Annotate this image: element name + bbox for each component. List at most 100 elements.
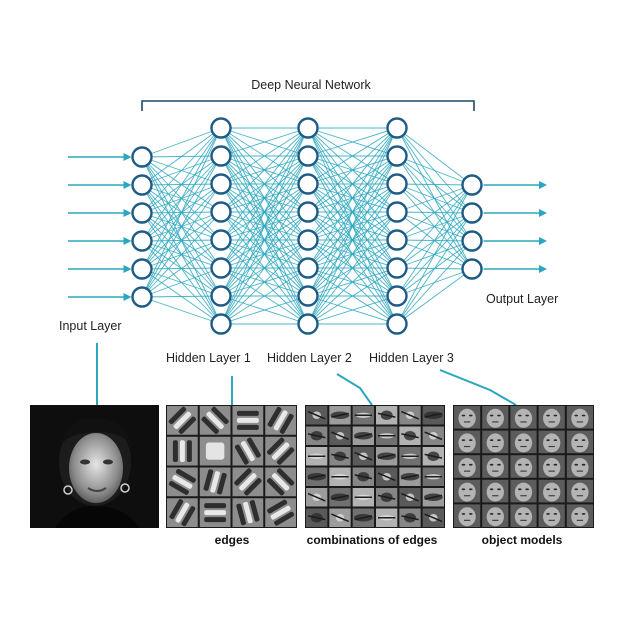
connection-edge: [220, 127, 309, 213]
neuron-layer-0: [131, 286, 153, 308]
connection-edge: [220, 267, 309, 325]
connection-edge: [141, 211, 222, 298]
edges-caption: edges: [215, 533, 250, 547]
connection-edge: [220, 211, 309, 325]
connection-edges: [141, 127, 473, 325]
object-models-feature-grid: [453, 405, 594, 528]
connection-edge: [396, 184, 473, 213]
connection-edge: [220, 127, 309, 185]
connection-edge: [220, 127, 309, 269]
output-layer-label: Output Layer: [486, 292, 558, 306]
connection-edge: [141, 239, 222, 298]
neuron-layer-2: [297, 313, 319, 335]
input-portrait-image: [30, 405, 159, 528]
neuron-layer-0: [131, 174, 153, 196]
neuron-layer-3: [386, 173, 408, 195]
neuron-layer-3: [386, 229, 408, 251]
connection-edge: [307, 239, 398, 325]
connection-edge: [141, 127, 222, 298]
neuron-layer-4: [461, 174, 483, 196]
hidden-layer-3-label: Hidden Layer 3: [369, 351, 454, 365]
connection-edge: [307, 127, 398, 297]
neuron-layer-3: [386, 313, 408, 335]
connection-edge: [307, 155, 398, 325]
connection-edge: [220, 155, 309, 325]
neuron-layer-3: [386, 285, 408, 307]
connection-edge: [220, 127, 309, 241]
neuron-layer-2: [297, 145, 319, 167]
neuron-layer-1: [210, 257, 232, 279]
connection-edge: [141, 127, 222, 242]
neuron-layer-1: [210, 313, 232, 335]
neuron-layer-1: [210, 285, 232, 307]
neuron-layer-0: [131, 258, 153, 280]
neuron-layer-1: [210, 173, 232, 195]
neuron-layer-3: [386, 117, 408, 139]
connection-edge: [396, 183, 473, 186]
connection-edge: [307, 127, 398, 269]
connection-edge: [141, 127, 222, 214]
panel-connectors: [96, 343, 517, 406]
connection-edge: [396, 212, 473, 325]
connection-edge: [307, 127, 398, 157]
neuron-layer-2: [297, 201, 319, 223]
neuron-layer-1: [210, 145, 232, 167]
neuron-layer-0: [131, 202, 153, 224]
neuron-layer-4: [461, 230, 483, 252]
edge-combinations-feature-grid: [305, 405, 445, 528]
connection-edge: [396, 184, 473, 325]
connection-edge: [307, 127, 398, 241]
neuron-layer-1: [210, 201, 232, 223]
neuron-layer-1: [210, 117, 232, 139]
neuron-layer-2: [297, 229, 319, 251]
neuron-layer-3: [386, 145, 408, 167]
neurons: [131, 117, 483, 335]
connection-edge: [141, 295, 222, 298]
connection-edge: [307, 267, 398, 325]
connection-edge: [141, 296, 222, 325]
neuron-layer-2: [297, 117, 319, 139]
neuron-layer-3: [386, 257, 408, 279]
connection-edge: [396, 184, 473, 297]
network-bracket: [141, 100, 475, 111]
connection-edge: [396, 155, 473, 186]
neuron-layer-2: [297, 257, 319, 279]
connection-edge: [220, 183, 309, 325]
connection-edge: [220, 127, 309, 297]
connection-edge: [220, 295, 309, 325]
connection-edge: [141, 127, 222, 270]
connection-edge: [141, 155, 222, 298]
connection-edge: [307, 127, 398, 325]
diagram-title: Deep Neural Network: [251, 78, 371, 92]
connection-edge: [396, 127, 473, 186]
neuron-layer-1: [210, 229, 232, 251]
object-models-caption: object models: [482, 533, 563, 547]
neuron-layer-0: [131, 146, 153, 168]
connection-edge: [307, 127, 398, 213]
neuron-layer-4: [461, 258, 483, 280]
connection-edge: [307, 211, 398, 325]
io-arrows: [68, 153, 547, 301]
neuron-layer-2: [297, 173, 319, 195]
neuron-layer-0: [131, 230, 153, 252]
connection-edge: [141, 127, 222, 158]
hidden-layer-2-label: Hidden Layer 2: [267, 351, 352, 365]
input-layer-label: Input Layer: [59, 319, 122, 333]
neuron-layer-3: [386, 201, 408, 223]
connection-edge: [396, 240, 473, 325]
connection-edge: [396, 184, 473, 269]
edges-feature-grid: [166, 405, 297, 528]
connection-edge: [220, 239, 309, 325]
connection-edge: [220, 127, 309, 157]
connection-edge: [220, 127, 309, 325]
connection-edge: [141, 183, 222, 298]
hidden-layer-1-label: Hidden Layer 1: [166, 351, 251, 365]
connection-edge: [307, 183, 398, 325]
connection-edge: [141, 127, 222, 186]
connection-edge: [396, 184, 473, 241]
connection-edge: [396, 268, 473, 325]
neuron-layer-4: [461, 202, 483, 224]
connection-edge: [307, 295, 398, 325]
neuron-layer-2: [297, 285, 319, 307]
